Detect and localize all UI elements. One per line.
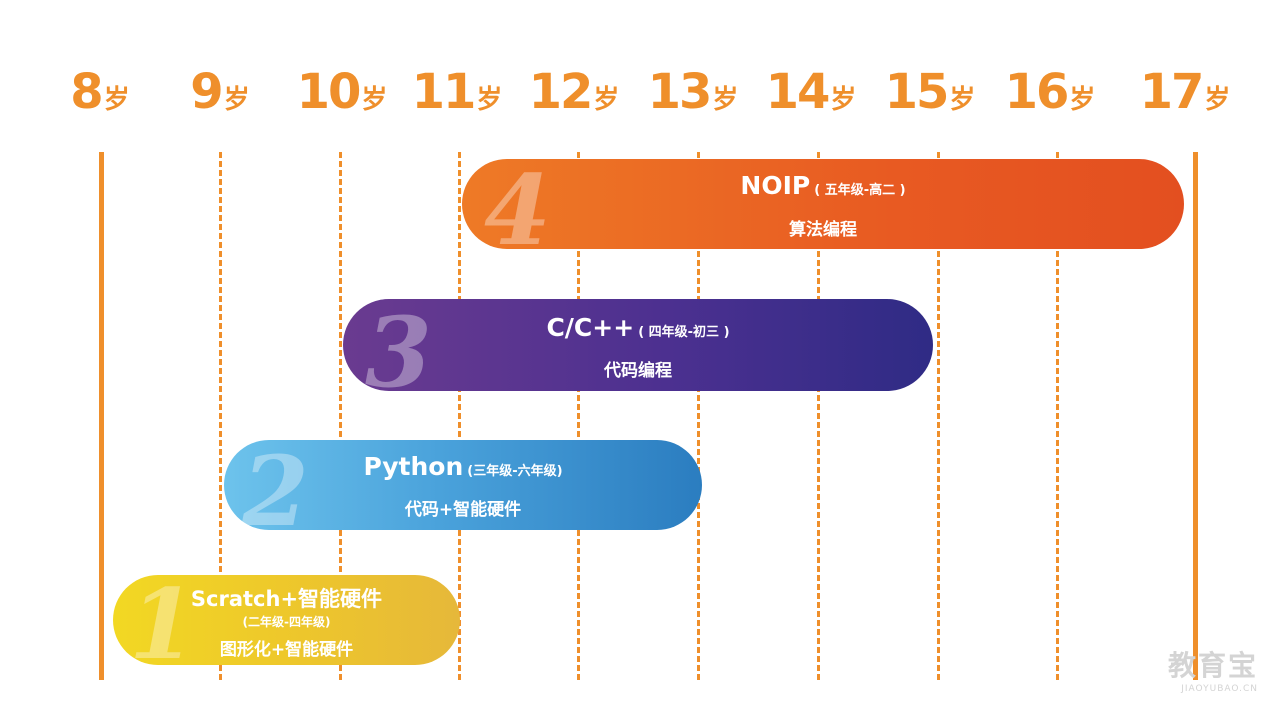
- age-number: 15: [884, 64, 950, 120]
- age-label-8: 8岁: [70, 64, 129, 124]
- age-number: 8: [70, 64, 103, 120]
- stage-title: C/C++: [546, 313, 635, 342]
- stage-number: 4: [484, 159, 551, 250]
- stage-grade: ( 五年级-高二 ): [814, 183, 906, 198]
- watermark-title: 教育宝: [1167, 649, 1258, 682]
- age-line-14: [817, 152, 820, 680]
- stage-number: 3: [365, 299, 432, 392]
- stage-subtitle: 代码+智能硬件: [404, 500, 522, 520]
- age-unit: 岁: [103, 85, 130, 115]
- age-unit: 岁: [1069, 85, 1096, 115]
- stage-title-row: C/C++( 四年级-初三 ): [343, 313, 933, 342]
- age-unit: 岁: [593, 85, 620, 115]
- stage-number: 1: [129, 575, 196, 666]
- age-unit: 岁: [1204, 85, 1231, 115]
- age-label-11: 11岁: [412, 64, 503, 124]
- stage-title: Python: [363, 452, 464, 481]
- age-label-14: 14岁: [766, 64, 857, 124]
- age-label-12: 12岁: [529, 64, 620, 124]
- age-line-15: [937, 152, 940, 680]
- stage-bar-scratch: 1 Scratch+智能硬件 (二年级-四年级) 图形化+智能硬件: [113, 575, 460, 665]
- watermark-url: JIAOYUBAO.CN: [1181, 684, 1258, 694]
- age-label-13: 13岁: [648, 64, 739, 124]
- age-line-10: [339, 152, 342, 680]
- stage-grade: (二年级-四年级): [242, 615, 331, 629]
- age-unit: 岁: [949, 85, 976, 115]
- age-line-9: [219, 152, 222, 680]
- age-unit: 岁: [361, 85, 388, 115]
- stage-number: 2: [242, 440, 309, 531]
- age-number: 10: [296, 64, 362, 120]
- age-number: 17: [1139, 64, 1205, 120]
- age-line-17: [1193, 152, 1198, 680]
- stage-subtitle: 算法编程: [789, 220, 857, 240]
- age-number: 16: [1004, 64, 1070, 120]
- stage-bar-noip: 4 NOIP( 五年级-高二 ) 算法编程: [462, 159, 1184, 249]
- age-number: 12: [528, 64, 594, 120]
- stage-subtitle: 图形化+智能硬件: [219, 640, 354, 660]
- age-label-16: 16岁: [1005, 64, 1096, 124]
- stage-grade: (三年级-六年级): [467, 464, 563, 479]
- age-number: 14: [765, 64, 831, 120]
- age-line-12: [577, 152, 580, 680]
- stage-subtitle: 代码编程: [604, 361, 672, 381]
- stage-title: NOIP: [740, 171, 811, 200]
- age-line-11: [458, 152, 461, 680]
- stage-bar-cpp: 3 C/C++( 四年级-初三 ) 代码编程: [343, 299, 933, 391]
- age-unit: 岁: [476, 85, 503, 115]
- stage-grade: ( 四年级-初三 ): [638, 325, 730, 340]
- age-label-15: 15岁: [885, 64, 976, 124]
- age-line-16: [1056, 152, 1059, 680]
- stage-title-row: NOIP( 五年级-高二 ): [462, 171, 1184, 200]
- age-unit: 岁: [223, 85, 250, 115]
- age-label-10: 10岁: [297, 64, 388, 124]
- age-line-8: [99, 152, 104, 680]
- watermark-logo: 教育宝 JIAOYUBAO.CN: [1168, 644, 1258, 694]
- age-label-9: 9岁: [190, 64, 249, 124]
- age-number: 11: [411, 64, 477, 120]
- age-unit: 岁: [830, 85, 857, 115]
- stage-bar-python: 2 Python(三年级-六年级) 代码+智能硬件: [224, 440, 702, 530]
- age-unit: 岁: [712, 85, 739, 115]
- age-number: 9: [190, 64, 223, 120]
- stage-title-row: Scratch+智能硬件: [113, 583, 460, 613]
- stage-title: Scratch+智能硬件: [190, 587, 383, 611]
- stage-title-row: Python(三年级-六年级): [224, 452, 702, 481]
- age-number: 13: [647, 64, 713, 120]
- age-line-13: [697, 152, 700, 680]
- age-label-17: 17岁: [1140, 64, 1231, 124]
